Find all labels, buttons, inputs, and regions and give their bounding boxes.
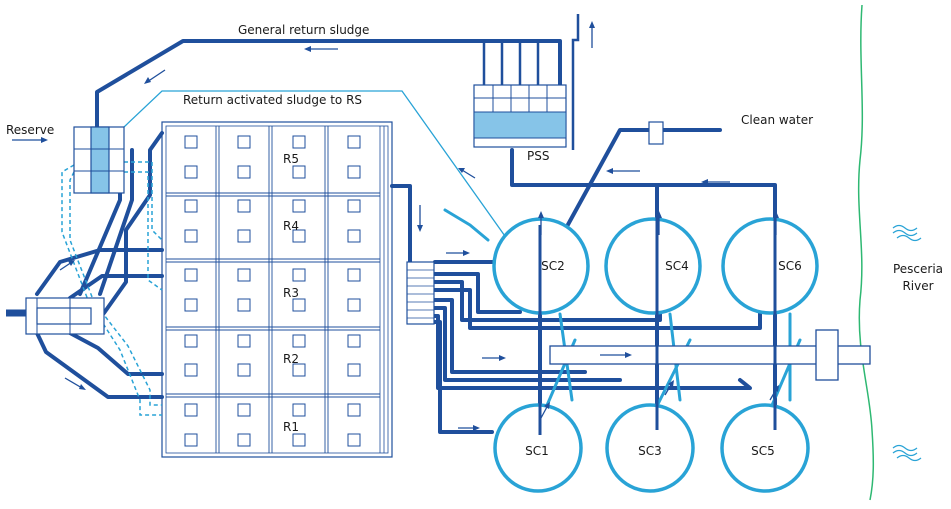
- reactor-label-r2: R2: [283, 352, 299, 366]
- clarifier-sc3: [605, 403, 695, 493]
- river-flow-icon: [892, 444, 922, 462]
- clean-water-valve: [648, 121, 664, 145]
- reactor-label-r3: R3: [283, 286, 299, 300]
- aerator-square: [237, 363, 251, 377]
- aerator-square: [184, 199, 198, 213]
- aerator-square: [184, 433, 198, 447]
- clarifier-sc5: [720, 403, 810, 493]
- aerator-square: [292, 363, 306, 377]
- aerator-square: [237, 403, 251, 417]
- reactor-outlet-pipe: [390, 184, 412, 264]
- aerator-square: [347, 229, 361, 243]
- river-flow-icon: [892, 224, 922, 242]
- aerator-square: [347, 363, 361, 377]
- reserve-label: Reserve: [6, 123, 54, 137]
- general-return-sludge-line: [95, 39, 562, 129]
- aerator-square: [347, 135, 361, 149]
- clarifier-sc4: [604, 217, 702, 315]
- aerator-square: [292, 135, 306, 149]
- aerator-square: [237, 268, 251, 282]
- aerator-square: [237, 298, 251, 312]
- aerator-grid: [184, 135, 361, 447]
- aerator-square: [347, 165, 361, 179]
- aerator-square: [184, 334, 198, 348]
- aerator-square: [292, 298, 306, 312]
- aerator-square: [237, 199, 251, 213]
- river-label-line2: River: [902, 279, 933, 293]
- aerator-square: [292, 433, 306, 447]
- distribution-box: [406, 261, 435, 325]
- clarifier-sc6: [721, 217, 819, 315]
- river-label-line1: Pesceria: [893, 262, 943, 276]
- inlet-splitter: [25, 297, 105, 335]
- return-activated-sludge-label: Return activated sludge to RS: [183, 93, 362, 107]
- aerator-square: [292, 268, 306, 282]
- clarifier-sc1: [493, 403, 583, 493]
- aerator-square: [237, 433, 251, 447]
- aerator-square: [237, 165, 251, 179]
- outlet-channel: [549, 345, 871, 365]
- aerator-square: [184, 403, 198, 417]
- reactor-label-r4: R4: [283, 219, 299, 233]
- inlet-pipes: [35, 131, 164, 399]
- reactor-label-r5: R5: [283, 152, 299, 166]
- aerator-square: [184, 268, 198, 282]
- pss-label: PSS: [527, 149, 549, 163]
- aerator-square: [292, 199, 306, 213]
- aerator-square: [347, 298, 361, 312]
- aerator-square: [292, 165, 306, 179]
- channel-gate: [815, 329, 839, 381]
- reserve-tank: [73, 126, 125, 194]
- clarifier-label-sc1: SC1: [525, 444, 549, 458]
- aerator-square: [184, 298, 198, 312]
- clarifier-label-sc2: SC2: [541, 259, 565, 273]
- flow-arrows: [12, 21, 779, 431]
- aerator-square: [184, 135, 198, 149]
- aerator-square: [184, 165, 198, 179]
- aerator-square: [292, 403, 306, 417]
- aerator-square: [237, 135, 251, 149]
- reactor-block: [161, 121, 393, 458]
- aerator-square: [347, 433, 361, 447]
- aerator-square: [347, 403, 361, 417]
- clean-water-label: Clean water: [741, 113, 813, 127]
- aerator-square: [347, 334, 361, 348]
- aerator-square: [237, 229, 251, 243]
- aerator-square: [237, 334, 251, 348]
- river-bank-line: [857, 4, 875, 501]
- general-return-sludge-label: General return sludge: [238, 23, 369, 37]
- clarifier-label-sc3: SC3: [638, 444, 662, 458]
- aerator-square: [184, 363, 198, 377]
- clarifier-label-sc4: SC4: [665, 259, 689, 273]
- pss-tank: [473, 84, 567, 148]
- clarifier-label-sc5: SC5: [751, 444, 775, 458]
- aerator-square: [347, 199, 361, 213]
- aerator-square: [292, 229, 306, 243]
- aerator-square: [347, 268, 361, 282]
- return-activated-sludge-line: [123, 90, 513, 247]
- clarifier-label-sc6: SC6: [778, 259, 802, 273]
- aerator-square: [292, 334, 306, 348]
- reactor-label-r1: R1: [283, 420, 299, 434]
- aerator-square: [184, 229, 198, 243]
- pss-outlet-pipe: [571, 14, 580, 150]
